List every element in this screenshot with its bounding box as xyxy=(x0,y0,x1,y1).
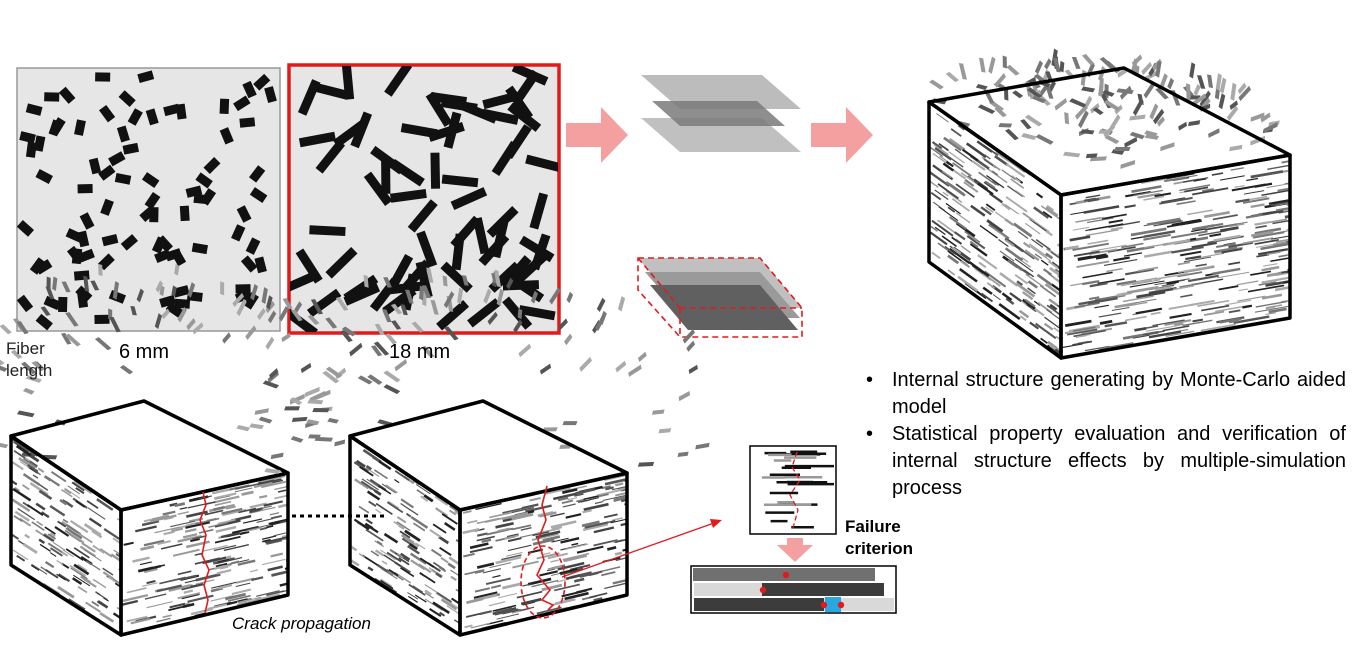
method-bullet-list: • Internal structure generating by Monte-… xyxy=(866,367,1346,502)
failure-criterion-label: Failure criterion xyxy=(845,516,945,560)
bullet-item: • Internal structure generating by Monte-… xyxy=(866,367,1346,421)
long-fiber-length-label: 18 mm xyxy=(389,342,450,362)
crack-propagation-label: Crack propagation xyxy=(232,615,371,632)
zoom-arrowhead xyxy=(710,519,722,528)
failure-contact-detail xyxy=(691,566,896,613)
bullet-dot: • xyxy=(866,421,873,448)
flow-arrow-1 xyxy=(566,107,628,163)
layer-stack xyxy=(641,75,801,152)
fiber-cube-model xyxy=(929,49,1290,358)
bullet-dot: • xyxy=(866,367,873,394)
zoom-detail xyxy=(750,446,836,534)
flow-arrow-down xyxy=(777,538,813,562)
layer-slab xyxy=(638,258,802,337)
short-fiber-length-label: 6 mm xyxy=(119,342,169,362)
bullet-text: Statistical property evaluation and veri… xyxy=(892,423,1346,499)
bullet-text: Internal structure generating by Monte-C… xyxy=(892,369,1346,418)
flow-arrow-2 xyxy=(811,107,873,163)
bullet-item: • Statistical property evaluation and ver… xyxy=(866,421,1346,502)
fiber-length-label: Fiber length xyxy=(6,338,76,382)
